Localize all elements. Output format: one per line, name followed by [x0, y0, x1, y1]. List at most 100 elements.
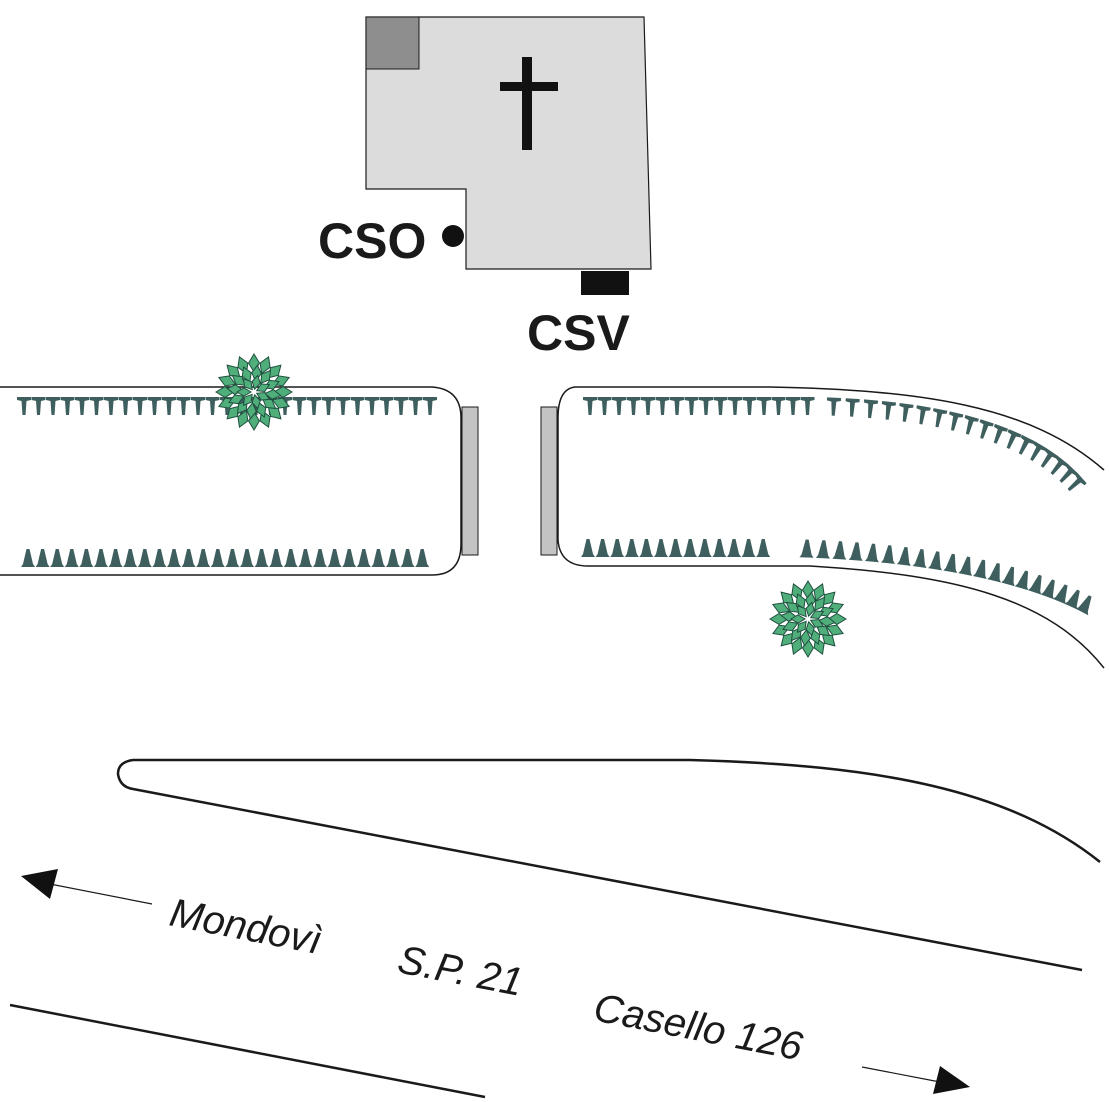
- hedge-plant: [713, 397, 728, 415]
- hedge-plant: [307, 397, 321, 415]
- arrow-left-icon: [21, 869, 153, 905]
- hedge-plant: [943, 553, 958, 573]
- hedge-plant: [912, 548, 927, 568]
- hedge-plant: [79, 549, 94, 567]
- hedge-plant: [727, 539, 741, 557]
- hedge-right-top: [583, 397, 1087, 492]
- hedge-plant: [371, 549, 386, 567]
- hedge-plant: [147, 397, 162, 415]
- hedge-plant: [786, 397, 800, 415]
- hedge-plant: [408, 397, 423, 415]
- road-label-west: Mondovì: [166, 891, 325, 963]
- bush-leaf: [796, 620, 807, 634]
- left-lane: [0, 386, 479, 576]
- right-gate: [540, 406, 558, 556]
- hedge-plant: [298, 549, 313, 567]
- hedge-plant: [394, 397, 408, 415]
- hedge-plant: [641, 397, 655, 415]
- hedge-plant: [712, 539, 727, 557]
- hedge-plant: [826, 397, 842, 416]
- hedge-plant: [152, 549, 167, 567]
- hedge-plant: [327, 549, 342, 567]
- hedge-plant: [1027, 574, 1042, 595]
- hedge-plant: [928, 551, 942, 571]
- hedge-plant: [21, 549, 35, 567]
- hedge-plant: [181, 549, 196, 567]
- hedge-plant: [932, 408, 948, 428]
- hedge-plant: [972, 559, 987, 580]
- hedge-plant: [697, 539, 712, 557]
- hedge-plant: [626, 397, 641, 415]
- bush-leaf: [242, 393, 253, 407]
- bush-leaf: [809, 610, 825, 620]
- hedge-plant: [845, 398, 860, 417]
- right-lane-outline-top: [575, 386, 1105, 471]
- hedge-plant: [1075, 595, 1092, 616]
- arrow-right-icon: [861, 1066, 970, 1094]
- hedge-plant: [321, 397, 336, 415]
- hedge-plant: [771, 397, 786, 415]
- hedge-plant: [1040, 448, 1058, 468]
- hedge-plant: [1052, 584, 1068, 605]
- bush-leaf: [809, 618, 825, 628]
- church: [365, 16, 652, 270]
- bush-leaf: [236, 387, 252, 397]
- hedge-plant: [899, 402, 914, 422]
- hedge-plant: [415, 549, 430, 567]
- hedge-plant: [254, 549, 269, 567]
- hedge-plant: [269, 549, 284, 567]
- hedge-plant: [881, 400, 897, 420]
- road-edge-south: [9, 1003, 486, 1099]
- hedge-plant: [583, 397, 597, 415]
- hedge-plant: [815, 540, 830, 559]
- bush-leaf: [805, 601, 815, 618]
- hedge-plant: [916, 405, 931, 425]
- hedge-plant: [386, 549, 400, 567]
- hedge-plant: [949, 411, 964, 431]
- hedge-plant: [979, 419, 994, 439]
- hedge-plant: [75, 397, 89, 415]
- hedge-plant: [610, 539, 625, 557]
- hedge-plant: [94, 549, 108, 567]
- hedge-plant: [655, 397, 670, 415]
- hedge-plant: [240, 549, 254, 567]
- hedge-plant: [896, 546, 911, 566]
- bush-leaf: [251, 374, 261, 391]
- hedge-plant: [742, 397, 757, 415]
- hedge-plant: [1067, 472, 1087, 492]
- hedge-plant: [1050, 455, 1069, 476]
- csv-label: CSV: [527, 305, 630, 361]
- hedge-plant: [848, 542, 863, 561]
- left-lane-outline: [0, 386, 462, 576]
- hedge-plant: [987, 562, 1001, 583]
- hedge-plant: [958, 556, 973, 576]
- hedge-plant: [104, 397, 118, 415]
- hedge-plant: [400, 549, 415, 567]
- bush-icon: [215, 353, 293, 431]
- hedge-plant: [137, 549, 152, 567]
- church-corner-block: [365, 16, 420, 70]
- hedge-plant: [1064, 589, 1080, 610]
- bush-leaf: [251, 393, 261, 410]
- hedge-plant: [283, 549, 298, 567]
- road-island-tip: [116, 758, 1083, 972]
- hedge-plant: [64, 549, 79, 567]
- hedge-plant: [1001, 566, 1015, 587]
- road-island-edge: [133, 758, 1101, 863]
- hedge-plant: [597, 397, 612, 415]
- hedge-plant: [176, 397, 191, 415]
- right-lane-outline-end: [557, 386, 589, 567]
- hedge-plant: [108, 549, 123, 567]
- hedge-left-bottom: [21, 549, 430, 567]
- hedge-plant: [336, 397, 350, 415]
- left-gate: [461, 406, 479, 556]
- hedge-plant: [50, 549, 65, 567]
- hedge-plant: [1018, 434, 1035, 455]
- bush-leaf: [796, 604, 807, 618]
- hedge-plant: [639, 539, 654, 557]
- bush-leaf: [805, 620, 815, 637]
- hedge-plant: [210, 549, 225, 567]
- hedge-plant: [654, 539, 668, 557]
- hedge-plant: [863, 399, 879, 419]
